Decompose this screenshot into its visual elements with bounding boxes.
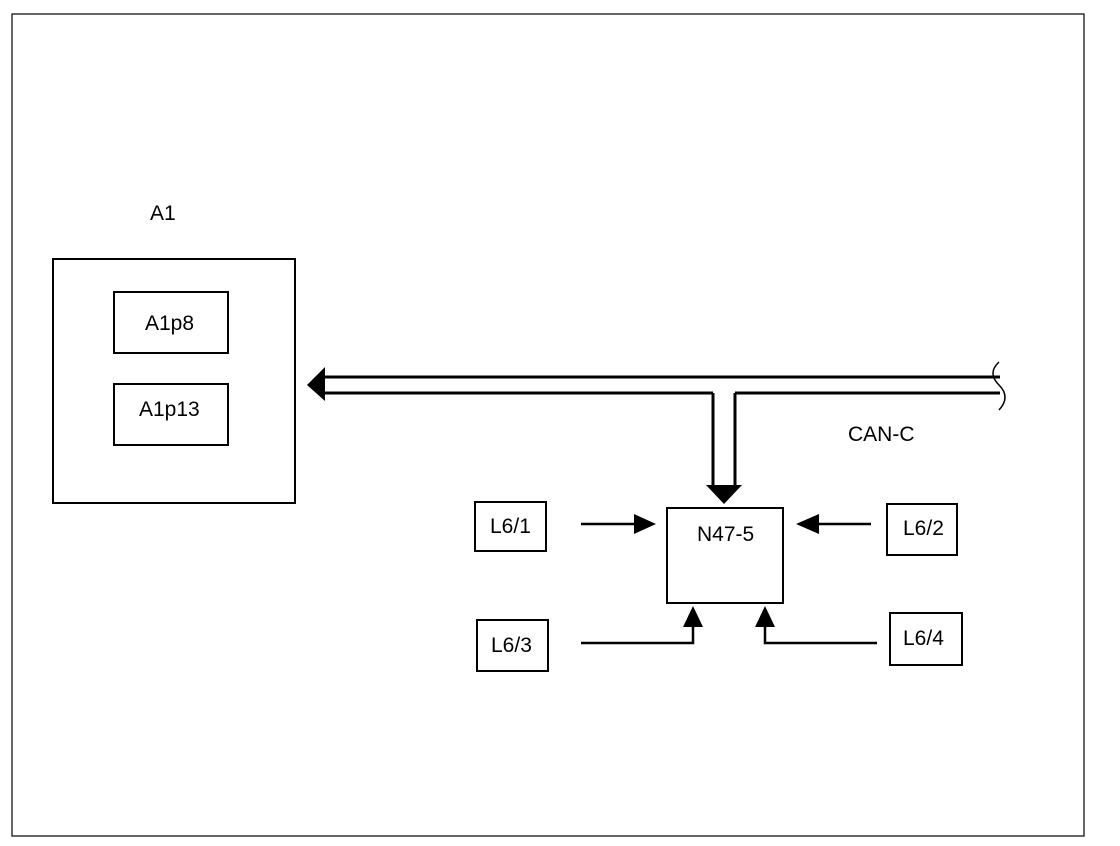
l6-2-arrow xyxy=(796,514,819,534)
l6-3-arrow xyxy=(683,606,703,627)
can-bus-line xyxy=(325,375,1000,486)
n47-5-box xyxy=(666,507,784,604)
a1-module-box xyxy=(52,258,296,504)
a1p13-box xyxy=(113,383,229,446)
a1p8-label: A1p8 xyxy=(145,312,194,335)
l6-1-box xyxy=(474,501,547,552)
l6-4-label: L6/4 xyxy=(903,627,944,650)
l6-1-label: L6/1 xyxy=(490,515,531,538)
can-bus-arrow-to-n47 xyxy=(706,485,742,504)
l6-4-box xyxy=(889,612,963,666)
can-bus-arrow-to-a1 xyxy=(307,367,325,401)
can-c-label: CAN-C xyxy=(848,423,915,446)
outer-frame xyxy=(11,13,1085,837)
can-bus-break-mark xyxy=(992,361,1006,411)
l6-3-box xyxy=(476,619,549,672)
n47-5-label: N47-5 xyxy=(697,523,754,546)
l6-3-label: L6/3 xyxy=(491,634,532,657)
l6-2-label: L6/2 xyxy=(903,517,944,540)
l6-2-box xyxy=(886,503,958,556)
a1p8-box xyxy=(113,291,229,354)
a1p13-label: A1p13 xyxy=(139,398,200,421)
a1-label: A1 xyxy=(150,202,176,225)
l6-4-arrow xyxy=(755,606,775,627)
l6-3-signal-line xyxy=(581,627,695,645)
l6-4-signal-line xyxy=(763,627,877,645)
l6-1-arrow xyxy=(634,514,656,534)
